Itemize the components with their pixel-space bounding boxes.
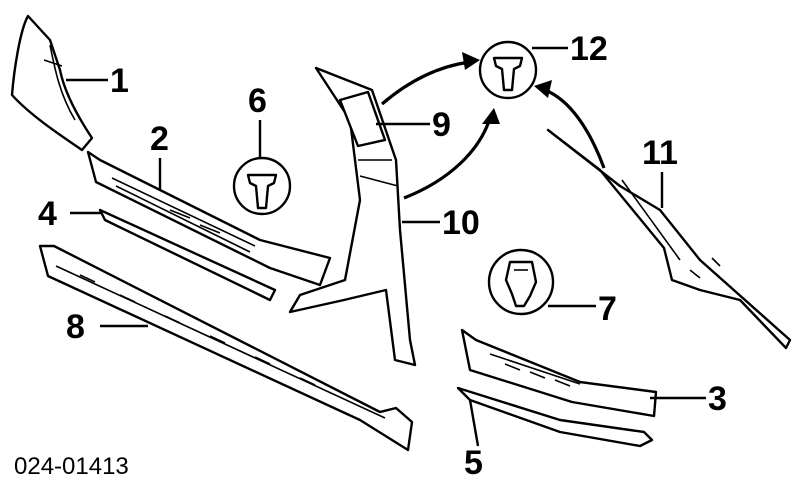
- callout-12: 12: [570, 30, 608, 68]
- part-5-rear-weatherstrip: [456, 386, 654, 448]
- arrow-9-to-12: [380, 52, 480, 106]
- callout-7: 7: [598, 290, 617, 328]
- part-8-rocker-panel: [38, 244, 414, 452]
- callout-5: 5: [464, 444, 483, 482]
- part-4-weatherstrip: [98, 208, 277, 302]
- arrow-10-to-12: [403, 108, 500, 200]
- part-6-clip: [232, 156, 292, 216]
- part-1-upper-trim: [10, 14, 94, 152]
- callout-10: 10: [442, 204, 480, 242]
- part-3-rear-sill-trim: [460, 328, 658, 418]
- callout-8: 8: [66, 308, 85, 346]
- callout-9: 9: [432, 106, 451, 144]
- part-9-10-pillar-trim: [288, 66, 417, 367]
- part-2-sill-trim: [86, 150, 332, 287]
- callout-3: 3: [708, 380, 727, 418]
- callout-4: 4: [38, 195, 57, 233]
- callout-11: 11: [642, 134, 678, 172]
- part-11-roof-trim: [546, 128, 792, 350]
- leader-5: [468, 399, 480, 447]
- callout-1: 1: [110, 62, 129, 100]
- part-12-clip: [478, 40, 538, 100]
- callout-6: 6: [248, 82, 267, 120]
- part-7-clip: [487, 248, 555, 316]
- document-code: 024-01413: [14, 453, 129, 480]
- arrow-11-to-12: [534, 80, 606, 169]
- callout-2: 2: [150, 120, 169, 158]
